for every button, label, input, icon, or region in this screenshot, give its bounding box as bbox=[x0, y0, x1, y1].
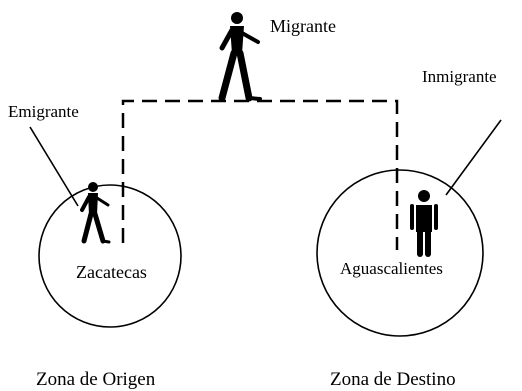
origin-zone-circle bbox=[38, 184, 182, 328]
migration-path bbox=[121, 99, 399, 250]
inmigrante-pointer-line bbox=[445, 119, 502, 196]
origin-city-label: Zacatecas bbox=[76, 262, 147, 282]
emigrante-label: Emigrante bbox=[8, 102, 79, 121]
origin-zone-label: Zona de Origen bbox=[36, 369, 156, 390]
destination-city-label: Aguascalientes bbox=[340, 259, 443, 278]
destination-zone-circle bbox=[316, 169, 484, 337]
inmigrante-label: Inmigrante bbox=[422, 67, 497, 86]
walking-person-icon bbox=[218, 12, 262, 102]
walking-person-icon bbox=[80, 182, 111, 244]
migrante-label: Migrante bbox=[270, 16, 336, 36]
destination-zone-label: Zona de Destino bbox=[330, 369, 456, 390]
standing-person-icon bbox=[410, 190, 438, 257]
emigrante-pointer-line bbox=[29, 126, 79, 207]
